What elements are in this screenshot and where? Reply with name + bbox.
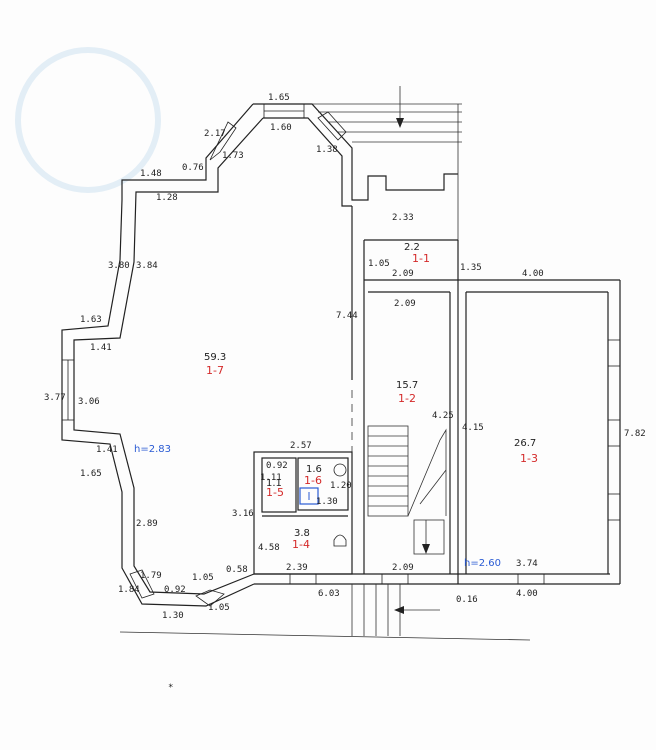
dim-label: 2.33: [392, 213, 414, 223]
dim-label: 3.06: [78, 397, 100, 407]
dim-label: 2.39: [286, 563, 308, 573]
dim-label: 1.28: [156, 193, 178, 203]
dim-label: 3.16: [232, 509, 254, 519]
dim-label: 1.84: [118, 585, 140, 595]
dim-label: 1.05: [192, 573, 214, 583]
dim-label: 2.09: [392, 563, 414, 573]
room-id-1-2: 1-2: [398, 392, 416, 405]
dim-label: 0.92: [266, 461, 288, 471]
room-id-1-3: 1-3: [520, 452, 538, 465]
room-area-1-7: 59.3: [204, 352, 226, 363]
dim-label: 4.15: [462, 423, 484, 433]
dim-label: 1.30: [162, 611, 184, 621]
dim-label: 1.48: [140, 169, 162, 179]
dim-label: 1.38: [316, 145, 338, 155]
height-note-hall: h=2.83: [134, 444, 171, 455]
stamp-mark: [15, 47, 161, 193]
dim-label: 1.60: [270, 123, 292, 133]
dim-label: 0.58: [226, 565, 248, 575]
dim-label: 4.58: [258, 543, 280, 553]
room-area-1-3: 26.7: [514, 438, 536, 449]
dim-label: 6.03: [318, 589, 340, 599]
dim-label: 2.09: [392, 269, 414, 279]
dim-label: 1.11: [260, 473, 282, 483]
stray-mark: *: [168, 683, 173, 693]
dim-label: 1.30: [316, 497, 338, 507]
dim-label: 2.57: [290, 441, 312, 451]
dim-label: 1.65: [80, 469, 102, 479]
dim-label: 1.41: [96, 445, 118, 455]
room-area-1-5: 1.1: [266, 478, 282, 489]
dim-label: 2.17: [204, 129, 226, 139]
dim-label: 7.44: [336, 311, 358, 321]
room-labels: 1-1 2.2 1-2 15.7 1-3 26.7 1-4 3.8 1-5 1.…: [134, 242, 538, 569]
room-area-1-4: 3.8: [294, 528, 310, 539]
dim-label: 3.77: [44, 393, 66, 403]
dim-label: 7.82: [624, 429, 646, 439]
dim-label: 1.05: [368, 259, 390, 269]
dim-label: 3.80: [108, 261, 130, 271]
room-area-1-2: 15.7: [396, 380, 418, 391]
room-id-1-4: 1-4: [292, 538, 310, 551]
dim-label: 1.63: [80, 315, 102, 325]
room-area-1-6: 1.6: [306, 464, 322, 475]
dim-label: 0.76: [182, 163, 204, 173]
dim-label: 3.84: [136, 261, 158, 271]
dim-label: 1.65: [268, 93, 290, 103]
dim-label: 1.41: [90, 343, 112, 353]
dim-label: 0.16: [456, 595, 478, 605]
room-area-1-1: 2.2: [404, 242, 420, 253]
dimension-labels: 1.65 1.60 1.38 2.17 1.73 0.76 1.48 1.28 …: [44, 93, 646, 621]
dim-label: 1.35: [460, 263, 482, 273]
dim-label: 1.73: [222, 151, 244, 161]
room-id-1-7: 1-7: [206, 364, 224, 377]
dim-label: 1.05: [208, 603, 230, 613]
interior-walls: [119, 206, 531, 641]
dim-label: 2.89: [136, 519, 158, 529]
room-id-1-5: 1-5: [266, 486, 284, 499]
dim-label: 1.79: [140, 571, 162, 581]
room-id-1-6: 1-6: [304, 474, 322, 487]
dim-label: 4.25: [432, 411, 454, 421]
height-note-right: h=2.60: [464, 558, 501, 569]
dim-label: 4.00: [516, 589, 538, 599]
room-id-1-1: 1-1: [412, 252, 430, 265]
dim-label: 3.74: [516, 559, 538, 569]
dim-label: 2.09: [394, 299, 416, 309]
windows: [61, 103, 621, 607]
dim-label: 1.20: [330, 481, 352, 491]
dim-label: 4.00: [522, 269, 544, 279]
dim-label: 0.92: [164, 585, 186, 595]
